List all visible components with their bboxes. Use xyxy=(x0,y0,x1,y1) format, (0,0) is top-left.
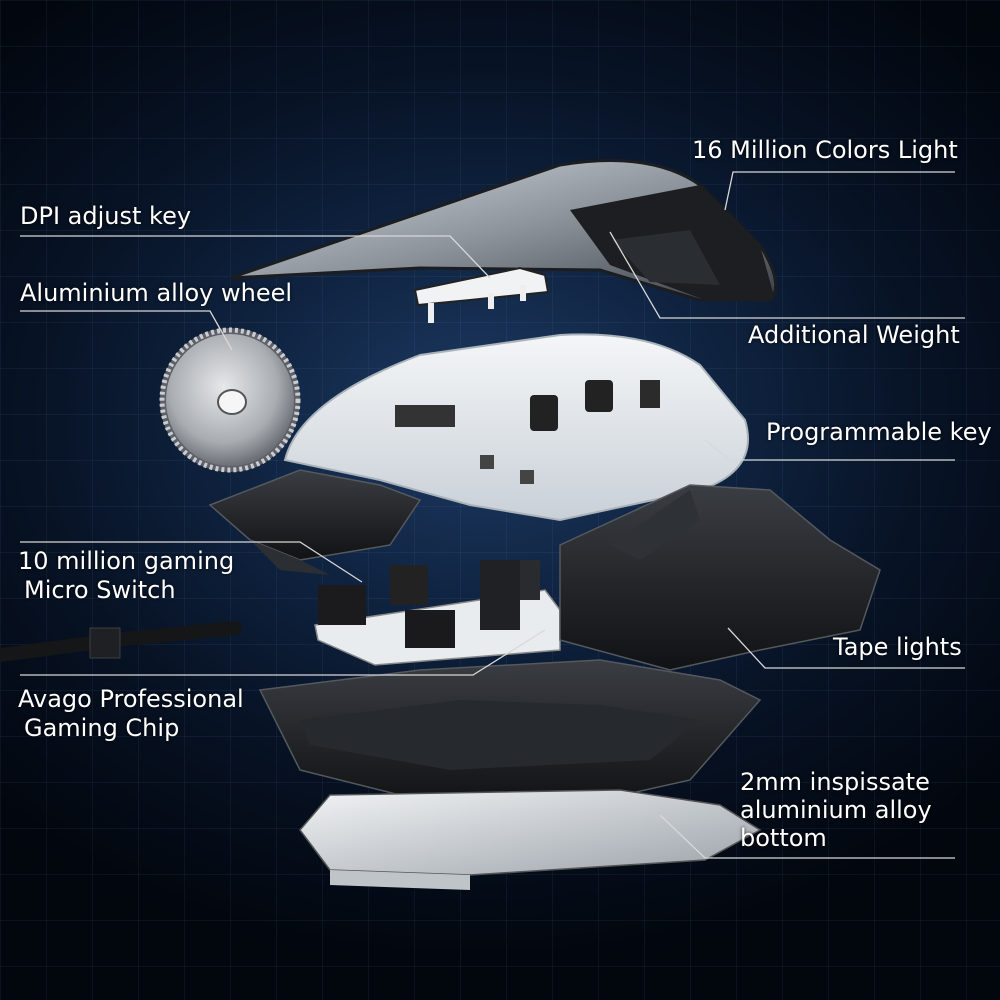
label-switch-line2: Micro Switch xyxy=(24,576,176,604)
leader-programmable xyxy=(704,439,955,461)
leader-weight xyxy=(609,231,965,319)
dpi-key-part xyxy=(413,266,550,323)
aluminium-bottom-plate xyxy=(299,789,762,890)
label-switch-line1: 10 million gaming xyxy=(18,547,235,575)
label-bottom-line1: 2mm inspissate xyxy=(740,768,930,796)
leader-lines xyxy=(20,171,965,859)
base-chassis xyxy=(258,659,762,806)
label-dpi-key: DPI adjust key xyxy=(20,202,192,230)
pcb-and-switches xyxy=(314,560,561,666)
label-weight: Additional Weight xyxy=(748,321,960,349)
aluminium-wheel xyxy=(159,327,301,473)
white-inner-shell xyxy=(283,333,749,522)
label-tape-lights: Tape lights xyxy=(833,633,962,661)
leader-colors-light xyxy=(724,171,955,211)
label-programmable-key: Programmable key xyxy=(766,418,992,446)
label-colors-light: 16 Million Colors Light xyxy=(692,136,958,164)
label-wheel: Aluminium alloy wheel xyxy=(20,279,293,307)
leader-switch xyxy=(20,541,363,583)
leader-chip xyxy=(20,629,546,676)
right-side-panel xyxy=(559,484,881,671)
label-bottom-line3: bottom xyxy=(740,824,827,852)
leader-bottom xyxy=(659,814,955,859)
label-chip-line2: Gaming Chip xyxy=(24,714,180,742)
left-side-panel xyxy=(208,469,422,575)
leader-wheel xyxy=(20,310,233,351)
usb-cable xyxy=(0,621,242,662)
label-chip-line1: Avago Professional xyxy=(18,685,244,713)
label-bottom-line2: aluminium alloy xyxy=(740,796,932,824)
top-shell xyxy=(229,159,778,302)
leader-dpi-key xyxy=(20,235,491,279)
leader-tape-lights xyxy=(727,627,965,669)
